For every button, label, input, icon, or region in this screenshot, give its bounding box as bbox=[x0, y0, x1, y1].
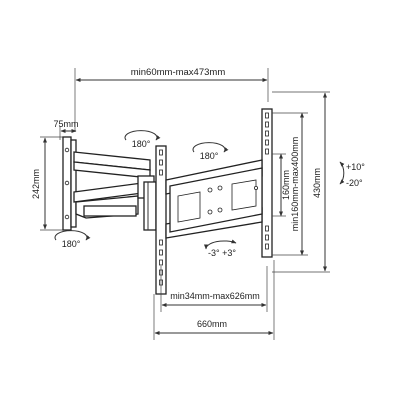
articulating-arms bbox=[73, 151, 157, 231]
wall-plate-depth-label: 75mm bbox=[53, 119, 78, 129]
bracket-width-dimension: 660mm bbox=[153, 260, 275, 340]
arm-extension-dimension: min60mm-max473mm bbox=[74, 67, 269, 132]
vesa-height-range-dimension: min160mm-max400mm bbox=[272, 112, 308, 256]
wall-plate-depth-dimension: 75mm bbox=[53, 119, 79, 140]
vesa-height-fixed-dimension: 160mm bbox=[272, 153, 291, 217]
tv-bracket bbox=[155, 108, 273, 295]
bracket-height-dimension: 430mm bbox=[272, 91, 330, 273]
vesa-height-range-label: min160mm-max400mm bbox=[290, 137, 300, 232]
rotation-top-left-label: 180° bbox=[132, 139, 151, 149]
tilt-up-label: +10° bbox=[346, 162, 365, 172]
rotation-bottom-left: 180° bbox=[54, 230, 91, 249]
swivel-label: -3° +3° bbox=[208, 248, 236, 258]
tilt-down-label: -20° bbox=[346, 178, 363, 188]
swivel-indicator: -3° +3° bbox=[203, 239, 237, 258]
rotation-bottom-left-label: 180° bbox=[62, 239, 81, 249]
right-rail-slots bbox=[265, 112, 269, 250]
tilt-indicator: +10° -20° bbox=[339, 161, 365, 188]
vesa-width-range-label: min34mm-max626mm bbox=[170, 291, 260, 301]
vesa-height-fixed-label: 160mm bbox=[281, 170, 291, 200]
rotation-top-mid-label: 180° bbox=[200, 151, 219, 161]
bracket-width-label: 660mm bbox=[197, 319, 227, 329]
arm-extension-label: min60mm-max473mm bbox=[131, 67, 226, 78]
wall-plate bbox=[62, 136, 77, 231]
rotation-top-mid: 180° bbox=[192, 142, 229, 161]
bracket-height-label: 430mm bbox=[312, 168, 322, 198]
vesa-width-range-dimension: min34mm-max626mm bbox=[160, 266, 268, 312]
rotation-top-left: 180° bbox=[124, 130, 161, 149]
wall-plate-height-label: 242mm bbox=[31, 169, 41, 199]
